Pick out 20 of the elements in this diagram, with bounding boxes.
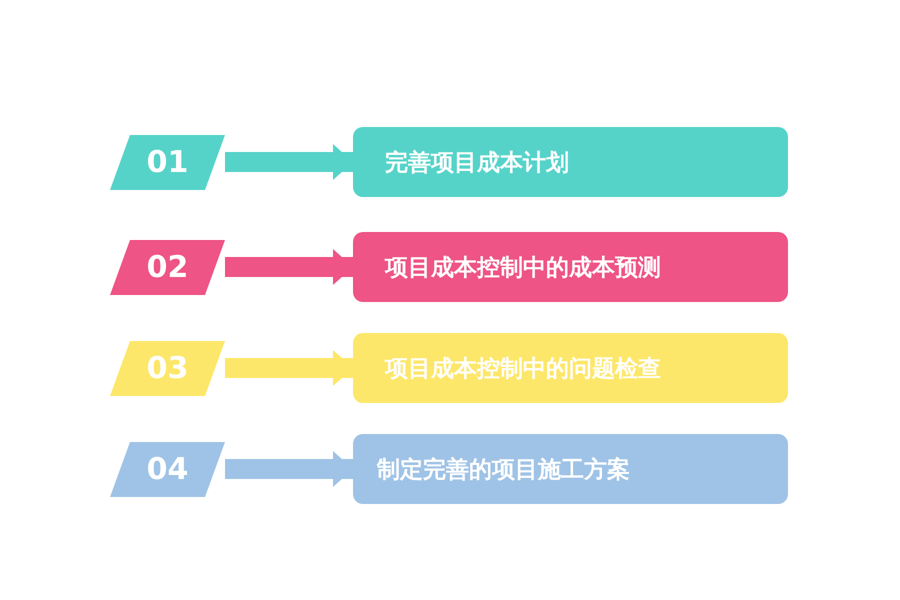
number-parallelogram [110, 442, 225, 497]
step-label: 项目成本控制中的成本预测 [385, 254, 661, 282]
arrow [225, 249, 353, 285]
arrow [225, 350, 353, 386]
number-parallelogram [110, 240, 225, 295]
arrow [225, 451, 353, 487]
step-number: 01 [146, 145, 188, 180]
step-label: 项目成本控制中的问题检查 [385, 354, 661, 384]
number-parallelogram [110, 341, 225, 396]
step-number: 02 [146, 250, 188, 285]
number-parallelogram [110, 135, 225, 190]
step-box [353, 232, 788, 302]
step-label: 制定完善的项目施工方案 [377, 456, 630, 484]
step-number: 03 [146, 351, 188, 386]
arrow [225, 144, 353, 180]
step-box [353, 434, 788, 504]
step-box [353, 333, 788, 403]
step-label: 完善项目成本计划 [385, 148, 569, 178]
step-number: 04 [146, 452, 188, 487]
step-box [353, 127, 788, 197]
